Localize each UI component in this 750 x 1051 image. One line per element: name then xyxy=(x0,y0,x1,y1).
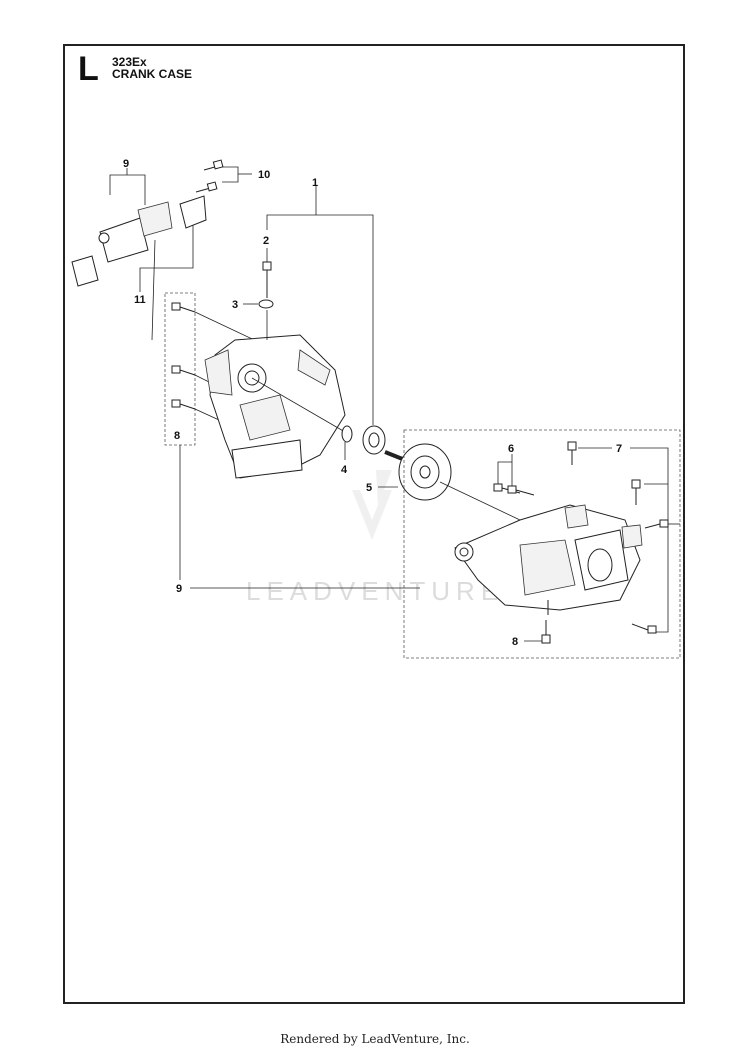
callout-1: 1 xyxy=(312,177,318,189)
ring-part-4 xyxy=(341,425,353,443)
callout-5: 5 xyxy=(366,482,372,494)
bolts-right xyxy=(493,441,669,644)
callout-9: 9 xyxy=(123,158,129,170)
callout-7: 7 xyxy=(616,443,622,455)
leadventure-logo-icon xyxy=(352,470,392,540)
model-label: 323Ex xyxy=(112,55,147,69)
screw-part-2 xyxy=(262,261,272,298)
callout-2: 2 xyxy=(263,235,269,247)
crankshaft-part-5 xyxy=(384,443,452,501)
washer-part-3 xyxy=(258,299,274,309)
clamp-assembly xyxy=(71,159,224,287)
callout-8: 8 xyxy=(512,636,518,648)
callout-3: 3 xyxy=(232,299,238,311)
crankcase-right-half xyxy=(454,504,643,615)
diagram-frame xyxy=(63,44,685,1004)
footer-credit: Rendered by LeadVenture, Inc. xyxy=(280,1032,470,1046)
crankcase-left-half xyxy=(204,334,346,479)
page-title: CRANK CASE xyxy=(112,67,193,81)
bolts-left xyxy=(171,302,196,410)
callout-6: 6 xyxy=(508,443,514,455)
callout-4: 4 xyxy=(341,464,348,476)
callout-10: 10 xyxy=(258,169,270,181)
watermark-text: LEADVENTURE xyxy=(246,576,504,606)
bearing xyxy=(362,425,386,455)
crankcase-right-group xyxy=(403,429,681,659)
callout-9: 9 xyxy=(176,583,182,595)
callout-8: 8 xyxy=(174,430,180,442)
callout-11: 11 xyxy=(134,294,146,306)
section-letter: L xyxy=(78,50,99,88)
